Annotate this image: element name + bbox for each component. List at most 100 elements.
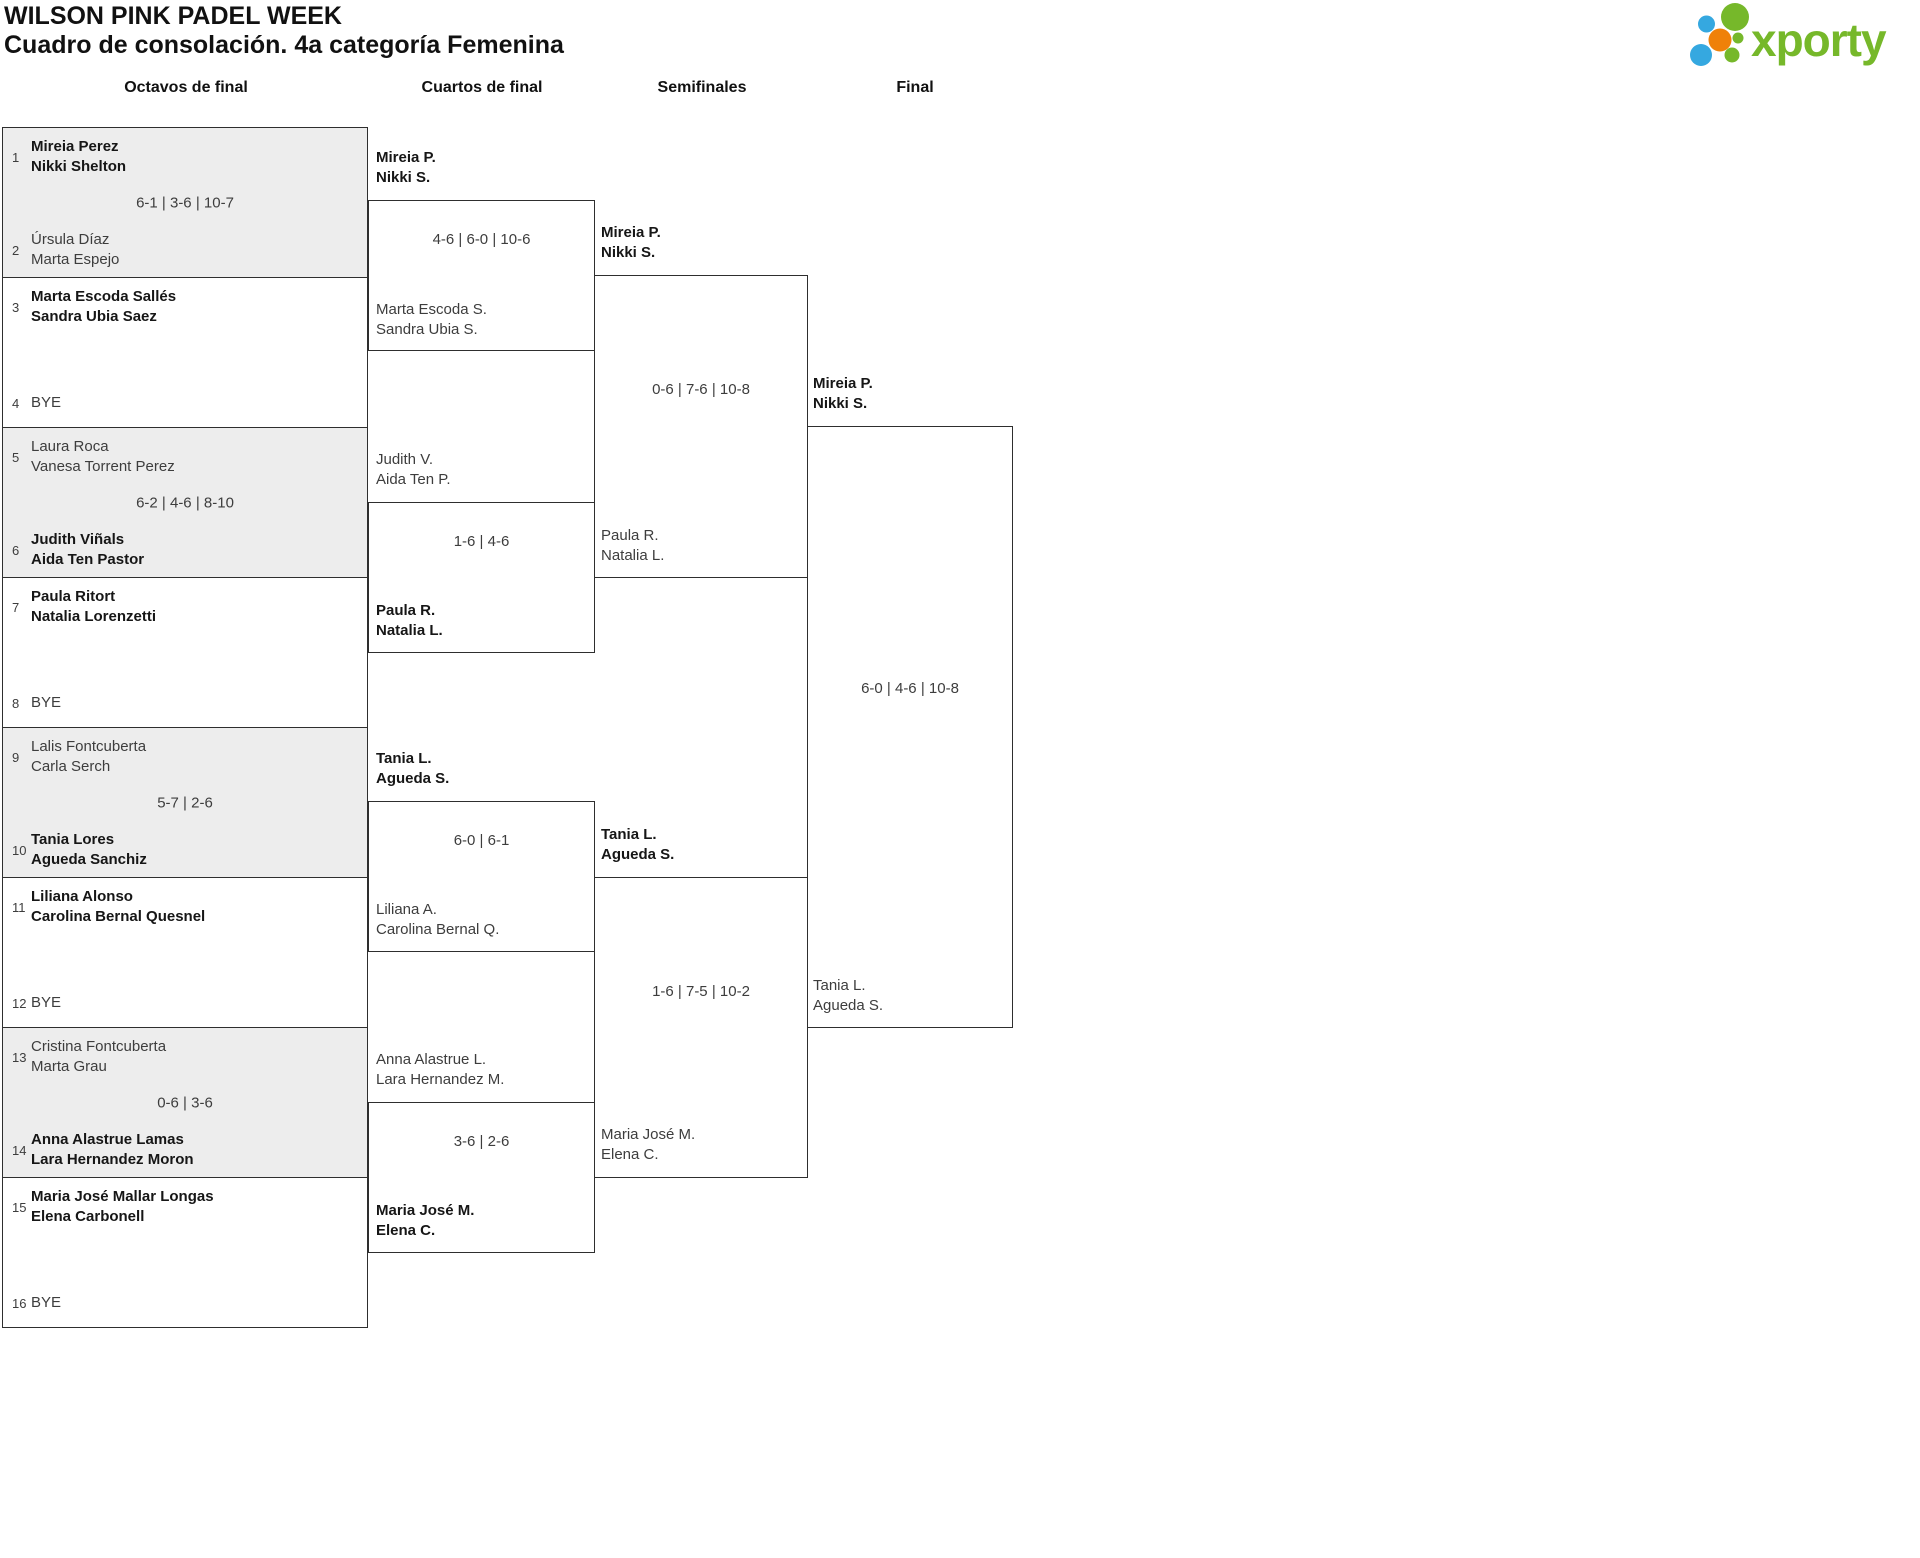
team-name-line: Carolina Bernal Quesnel: [31, 908, 206, 925]
seed-number: 16: [12, 1295, 27, 1311]
bracket-subtitle: Cuadro de consolación. 4a categoría Feme…: [4, 31, 564, 59]
team-name-line: Lara Hernandez Moron: [31, 1151, 194, 1168]
team-slot: 1 Mireia Perez Nikki Shelton: [12, 137, 359, 177]
team-names: Marta Escoda Sallés Sandra Ubia Saez: [31, 287, 176, 327]
team-names: Tania Lores Agueda Sanchiz: [31, 830, 147, 870]
team-name-line: BYE: [31, 1294, 62, 1311]
qf1-bottom-team: Marta Escoda S. Sandra Ubia S.: [376, 300, 487, 340]
bye-slot: 4 BYE: [12, 393, 359, 413]
seed-number: 4: [12, 395, 20, 411]
team-name-line: Tania L.: [813, 977, 866, 994]
team-slot: 15 Maria José Mallar Longas Elena Carbon…: [12, 1187, 359, 1227]
seed-number: 12: [12, 995, 27, 1011]
team-name-line: Anna Alastrue Lamas: [31, 1131, 184, 1148]
seed-number: 1: [12, 149, 20, 165]
team-name-line: Anna Alastrue L.: [376, 1051, 487, 1068]
qf4-score: 3-6 | 2-6: [453, 1133, 510, 1150]
team-name-line: Tania L.: [601, 826, 657, 843]
team-name-line: Natalia L.: [376, 622, 443, 639]
team-name-line: Carla Serch: [31, 758, 111, 775]
team-name-line: BYE: [31, 394, 62, 411]
team-name-line: Nikki S.: [376, 169, 431, 186]
match-score: 6-2 | 4-6 | 8-10: [136, 494, 234, 511]
team-names: Maria José Mallar Longas Elena Carbonell: [31, 1187, 214, 1227]
tournament-title: WILSON PINK PADEL WEEK: [4, 2, 342, 30]
team-name-line: Lalis Fontcuberta: [31, 738, 147, 755]
qf2-top-team: Judith V. Aida Ten P.: [376, 450, 451, 490]
team-names: Paula Ritort Natalia Lorenzetti: [31, 587, 156, 627]
team-slot: 9 Lalis Fontcuberta Carla Serch: [12, 737, 359, 777]
sf2-bottom-team: Maria José M. Elena C.: [601, 1125, 695, 1165]
round-header-final: Final: [896, 79, 934, 96]
team-names: Lalis Fontcuberta Carla Serch: [31, 737, 146, 777]
seed-number: 6: [12, 542, 20, 558]
seed-number: 3: [12, 299, 20, 315]
seed-number: 7: [12, 599, 20, 615]
qf3-score: 6-0 | 6-1: [453, 832, 510, 849]
qf3-top-team: Tania L. Agueda S.: [376, 749, 449, 789]
team-name-line: Agueda Sanchiz: [31, 851, 147, 868]
match-score: 0-6 | 3-6: [157, 1094, 213, 1111]
team-slot: 2 Úrsula Díaz Marta Espejo: [12, 230, 359, 270]
seed-number: 13: [12, 1049, 27, 1065]
round-header-cuartos: Cuartos de final: [421, 79, 543, 96]
xporty-logo-text: xporty: [1751, 14, 1887, 66]
team-name-line: Agueda S.: [813, 997, 884, 1014]
seed-number: 5: [12, 449, 20, 465]
team-name-line: Marta Escoda Sallés: [31, 288, 177, 305]
final-score: 6-0 | 4-6 | 10-8: [861, 680, 959, 697]
team-names: Úrsula Díaz Marta Espejo: [31, 230, 119, 270]
team-slot: 7 Paula Ritort Natalia Lorenzetti: [12, 587, 359, 627]
team-name-line: Judith V.: [376, 451, 433, 468]
qf1-top-team: Mireia P. Nikki S.: [376, 148, 436, 188]
r16-match-3: 5 Laura Roca Vanesa Torrent Perez 6-2 | …: [2, 427, 368, 578]
round-header-octavos: Octavos de final: [124, 79, 248, 96]
team-names: Cristina Fontcuberta Marta Grau: [31, 1037, 166, 1077]
team-name-line: Natalia Lorenzetti: [31, 608, 157, 625]
team-name-line: Elena Carbonell: [31, 1208, 145, 1225]
r16-match-7: 13 Cristina Fontcuberta Marta Grau 0-6 |…: [2, 1027, 368, 1178]
team-name-line: Sandra Ubia Saez: [31, 308, 157, 325]
final-match-box: [807, 426, 1013, 1028]
team-name-line: Vanesa Torrent Perez: [31, 458, 175, 475]
team-name-line: Aida Ten P.: [376, 471, 451, 488]
xporty-logo-icon: [1690, 3, 1749, 66]
team-names: Anna Alastrue Lamas Lara Hernandez Moron: [31, 1130, 194, 1170]
round-header-semifinales: Semifinales: [657, 79, 747, 96]
team-name-line: Liliana A.: [376, 901, 437, 918]
qf4-top-team: Anna Alastrue L. Lara Hernandez M.: [376, 1050, 504, 1090]
team-name-line: Tania Lores: [31, 831, 115, 848]
team-name-line: Paula R.: [376, 602, 436, 619]
sf1-score: 0-6 | 7-6 | 10-8: [652, 381, 750, 398]
team-name-line: Tania L.: [376, 750, 432, 767]
team-names: BYE: [31, 393, 61, 413]
seed-number: 14: [12, 1142, 27, 1158]
team-name-line: Aida Ten Pastor: [31, 551, 145, 568]
sf1-bottom-team: Paula R. Natalia L.: [601, 526, 664, 566]
team-name-line: Mireia P.: [376, 149, 436, 166]
team-name-line: Paula R.: [601, 527, 659, 544]
team-name-line: Nikki Shelton: [31, 158, 127, 175]
seed-number: 10: [12, 842, 27, 858]
team-names: BYE: [31, 993, 61, 1013]
seed-number: 2: [12, 242, 20, 258]
team-slot: 10 Tania Lores Agueda Sanchiz: [12, 830, 359, 870]
sf1-top-team: Mireia P. Nikki S.: [601, 223, 661, 263]
r16-match-4: 7 Paula Ritort Natalia Lorenzetti 8 BYE: [2, 577, 368, 728]
team-slot: 3 Marta Escoda Sallés Sandra Ubia Saez: [12, 287, 359, 327]
team-names: BYE: [31, 693, 61, 713]
team-name-line: BYE: [31, 694, 62, 711]
team-name-line: Cristina Fontcuberta: [31, 1038, 167, 1055]
team-names: Mireia Perez Nikki Shelton: [31, 137, 126, 177]
team-name-line: Agueda S.: [601, 846, 675, 863]
qf4-bottom-team: Maria José M. Elena C.: [376, 1201, 474, 1241]
team-name-line: Mireia P.: [601, 224, 661, 241]
bye-slot: 8 BYE: [12, 693, 359, 713]
team-slot: 14 Anna Alastrue Lamas Lara Hernandez Mo…: [12, 1130, 359, 1170]
qf2-bottom-team: Paula R. Natalia L.: [376, 601, 443, 641]
team-slot: 11 Liliana Alonso Carolina Bernal Quesne…: [12, 887, 359, 927]
team-name-line: Marta Espejo: [31, 251, 120, 268]
team-name-line: BYE: [31, 994, 62, 1011]
team-slot: 13 Cristina Fontcuberta Marta Grau: [12, 1037, 359, 1077]
